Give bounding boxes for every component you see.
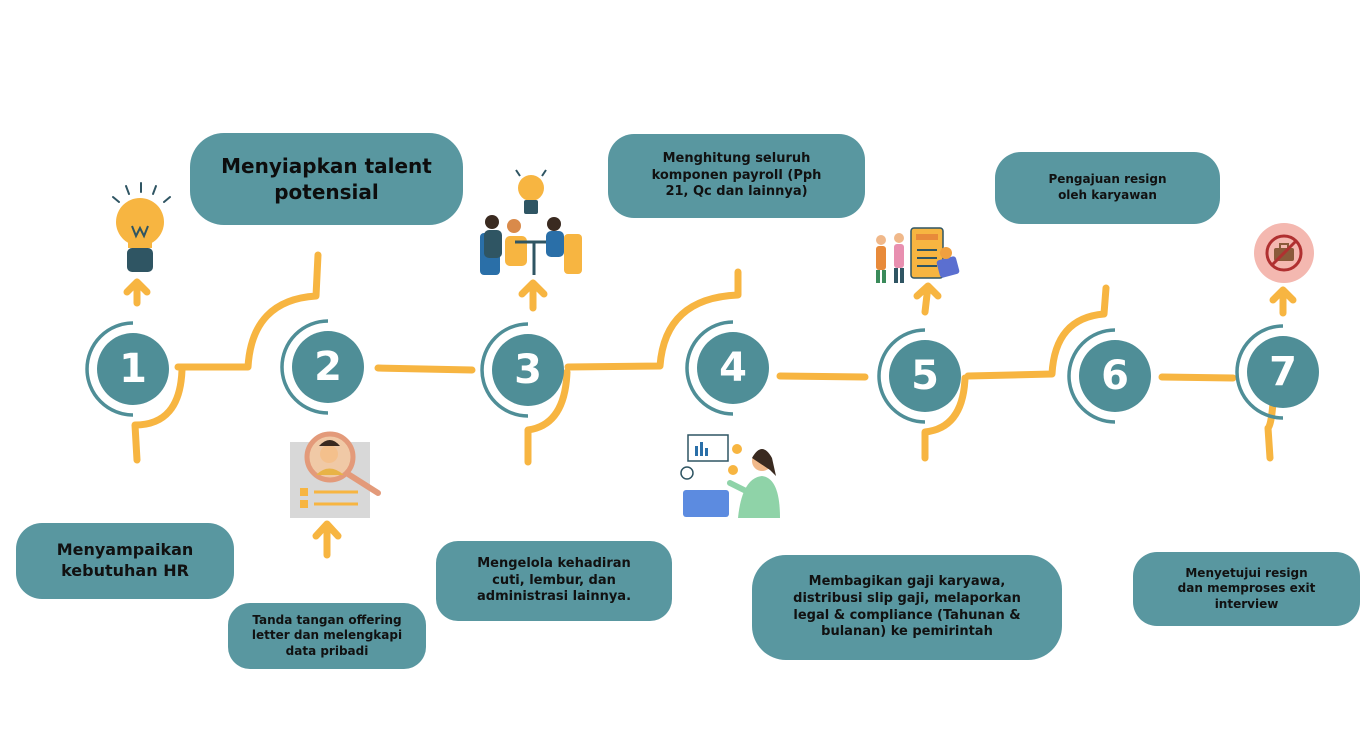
connector-1-2 bbox=[174, 251, 322, 371]
briefcase-cancel-icon bbox=[1254, 223, 1314, 283]
tax-document-icon bbox=[876, 227, 960, 283]
step-1-card: Menyampaikan kebutuhan HR bbox=[16, 523, 234, 599]
step-2-card: Menyiapkan talent potensial bbox=[190, 133, 463, 225]
arrow-up-1 bbox=[123, 278, 151, 307]
step-number-4: 4 bbox=[697, 332, 769, 404]
step-6-card: Pengajuan resign oleh karyawan bbox=[995, 152, 1220, 224]
connector-1-down bbox=[131, 366, 186, 464]
step-7-card: Menyetujui resign dan memproses exit int… bbox=[1133, 552, 1360, 626]
step-number-3: 3 bbox=[492, 334, 564, 406]
step-3-card: Mengelola kehadiran cuti, lembur, dan ad… bbox=[436, 541, 672, 621]
arrow-up-5 bbox=[913, 282, 942, 316]
connector-3-4 bbox=[564, 268, 742, 371]
analyst-laptop-icon bbox=[680, 434, 780, 518]
step-2-sub-card: Tanda tangan offering letter dan melengk… bbox=[228, 603, 426, 669]
candidate-search-icon bbox=[290, 431, 381, 518]
connector-5-down bbox=[921, 374, 969, 462]
connector-2-3 bbox=[374, 364, 476, 374]
arrow-up-7 bbox=[1269, 286, 1297, 317]
connector-4-5 bbox=[776, 372, 869, 381]
arrow-up-3 bbox=[518, 279, 548, 312]
step-number-1: 1 bbox=[97, 333, 169, 405]
step-5-card: Membagikan gaji karyawa, distribusi slip… bbox=[752, 555, 1062, 660]
step-4-card: Menghitung seluruh komponen payroll (Pph… bbox=[608, 134, 865, 218]
step-number-6: 6 bbox=[1079, 340, 1151, 412]
arrow-up-2 bbox=[312, 520, 342, 559]
step-number-2: 2 bbox=[292, 331, 364, 403]
team-meeting-icon bbox=[480, 169, 582, 275]
lightbulb-icon bbox=[112, 182, 171, 272]
connector-5-6 bbox=[964, 284, 1110, 380]
connector-6-7 bbox=[1158, 373, 1237, 382]
step-number-5: 5 bbox=[889, 340, 961, 412]
step-number-7: 7 bbox=[1247, 336, 1319, 408]
connector-3-down bbox=[524, 368, 571, 466]
